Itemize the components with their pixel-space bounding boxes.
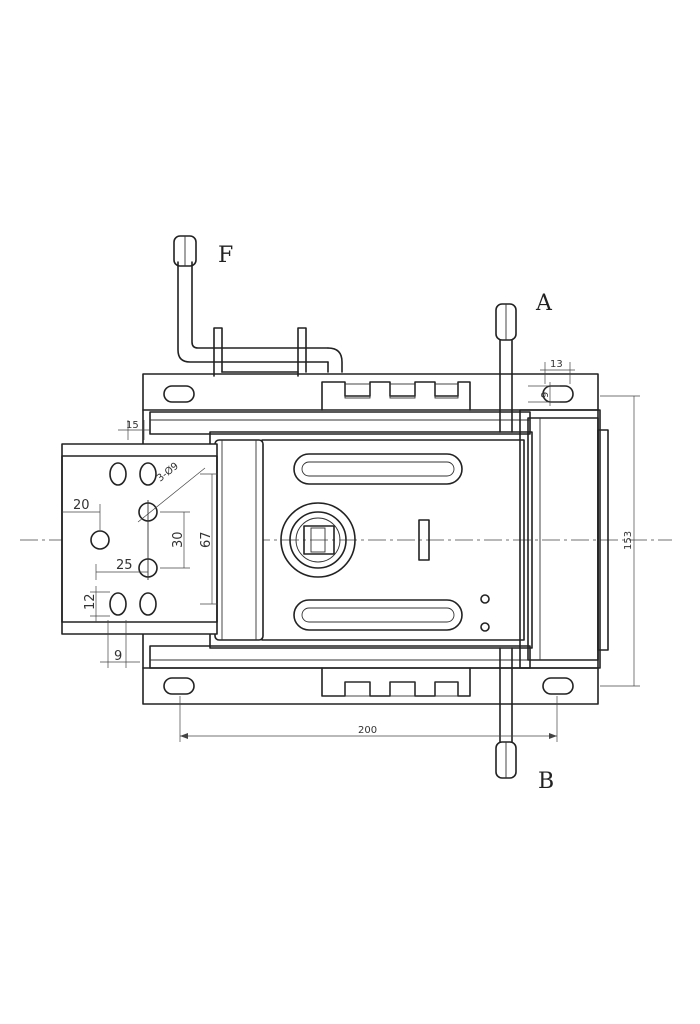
label-f: F: [218, 243, 233, 268]
label-a: A: [535, 291, 553, 316]
upper-slot: [293, 453, 463, 485]
dim-9-left: 9: [114, 649, 122, 664]
handle-a: [495, 303, 517, 433]
dim-13: 13: [550, 359, 563, 370]
bottom-rack: [321, 667, 471, 697]
dim-20: 20: [73, 498, 90, 513]
slot-top-left: [163, 385, 195, 403]
dim-200: 200: [358, 725, 377, 736]
slot-bottom-left: [163, 677, 195, 695]
dim-15: 15: [126, 420, 139, 431]
label-b: B: [538, 769, 554, 794]
lower-slot: [293, 599, 463, 631]
dim-9-right: 9: [540, 392, 551, 398]
right-end-cap: [519, 409, 609, 669]
carriage-body: [209, 431, 533, 649]
indicator-slot: [418, 519, 430, 561]
locking-knob: [280, 502, 356, 578]
dim-30: 30: [171, 531, 186, 548]
slot-bottom-right: [542, 677, 574, 695]
handle-b: [495, 647, 517, 779]
handle-f: [173, 235, 343, 377]
dim-12: 12: [83, 593, 98, 610]
dim-25: 25: [116, 558, 133, 573]
dimension-lines: [62, 362, 640, 742]
mounting-flange: [61, 443, 218, 635]
top-rack: [321, 381, 471, 411]
hole-2: [480, 622, 490, 632]
hole-1: [480, 594, 490, 604]
slide-rails: [149, 411, 531, 669]
dim-153: 153: [623, 531, 634, 550]
dim-67: 67: [199, 531, 214, 548]
